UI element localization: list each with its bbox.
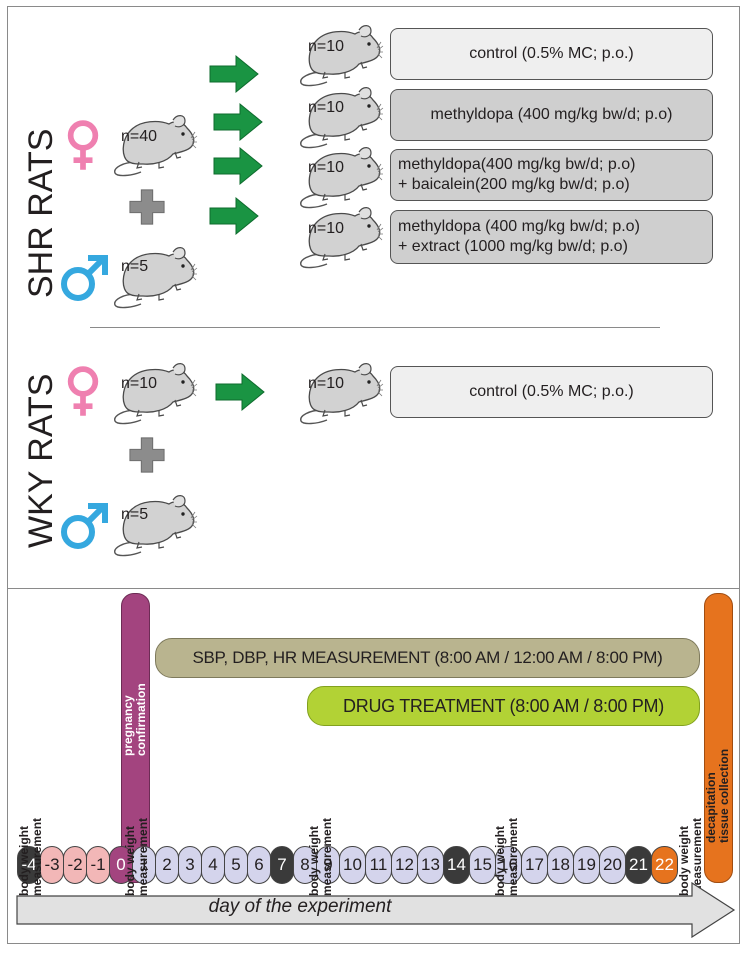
day--2: -2	[63, 846, 87, 884]
shr-methyldopa-box: methyldopa (400 mg/kg bw/d; p.o)	[390, 89, 713, 141]
decapitation-bar	[704, 593, 733, 883]
day-7: 7	[270, 846, 294, 884]
rat-icon	[106, 360, 198, 426]
plus-icon	[128, 188, 166, 226]
day-8: 8	[293, 846, 317, 884]
day-9: 9	[316, 846, 340, 884]
rat-icon	[106, 492, 198, 558]
section-divider	[7, 588, 740, 589]
day-15: 15	[469, 846, 496, 884]
shr-baicalein-box: methyldopa(400 mg/kg bw/d; p.o) + baical…	[390, 149, 713, 201]
rat-icon	[292, 360, 384, 426]
rat-icon	[106, 244, 198, 310]
shr-extract-box: methyldopa (400 mg/kg bw/d; p.o) + extra…	[390, 210, 713, 264]
group-count: n=10	[308, 159, 345, 176]
pregnancy-bar	[121, 593, 150, 883]
measurement-bar: SBP, DBP, HR MEASUREMENT (8:00 AM / 12:0…	[155, 638, 700, 678]
day-22: 22	[651, 846, 678, 884]
day-12: 12	[391, 846, 418, 884]
group-label-line: methyldopa(400 mg/kg bw/d; p.o)	[398, 156, 636, 173]
day-6: 6	[247, 846, 271, 884]
group-count: n=10	[308, 375, 345, 392]
day-13: 13	[417, 846, 444, 884]
group-label: control (0.5% MC; p.o.)	[469, 45, 634, 62]
pregnancy-label: pregnancy confirmation	[121, 683, 148, 756]
timeline-arrow-icon	[16, 882, 736, 938]
group-label: methyldopa (400 mg/kg bw/d; p.o)	[430, 106, 673, 123]
day-10: 10	[339, 846, 366, 884]
green-arrow-icon	[208, 54, 260, 94]
day-5: 5	[224, 846, 248, 884]
green-arrow-icon	[212, 102, 264, 142]
day-17: 17	[521, 846, 548, 884]
day-14: 14	[443, 846, 470, 884]
male-symbol-icon	[58, 500, 110, 552]
rat-icon	[292, 84, 384, 150]
wky-male-count: n=5	[121, 506, 149, 523]
group-count: n=10	[308, 220, 345, 237]
wky-female-count: n=10	[121, 375, 158, 392]
group-label-line: methyldopa (400 mg/kg bw/d; p.o)	[398, 218, 640, 235]
wky-title: WKY RATS	[22, 373, 60, 548]
figure-frame	[7, 6, 740, 944]
group-label-line: + extract (1000 mg/kg bw/d; p.o)	[398, 238, 628, 255]
day-20: 20	[599, 846, 626, 884]
female-symbol-icon	[64, 364, 102, 418]
day-4: 4	[201, 846, 225, 884]
green-arrow-icon	[214, 372, 266, 412]
shr-male-count: n=5	[121, 258, 149, 275]
group-label: control (0.5% MC; p.o.)	[469, 383, 634, 400]
day-21: 21	[625, 846, 652, 884]
shr-female-count: n=40	[121, 128, 158, 145]
day-11: 11	[365, 846, 392, 884]
green-arrow-icon	[208, 196, 260, 236]
day-16: 16	[495, 846, 522, 884]
decapitation-label: decapitation tissue collection	[704, 748, 731, 843]
day-3: 3	[178, 846, 202, 884]
day-18: 18	[547, 846, 574, 884]
group-count: n=10	[308, 38, 345, 55]
green-arrow-icon	[212, 146, 264, 186]
group-label-line: + baicalein(200 mg/kg bw/d; p.o)	[398, 176, 630, 193]
rat-icon	[292, 144, 384, 210]
group-count: n=10	[308, 99, 345, 116]
female-symbol-icon	[64, 118, 102, 172]
day--1: -1	[86, 846, 110, 884]
drug-treatment-bar: DRUG TREATMENT (8:00 AM / 8:00 PM)	[307, 686, 700, 726]
wky-control-box: control (0.5% MC; p.o.)	[390, 366, 713, 418]
day-19: 19	[573, 846, 600, 884]
day--3: -3	[40, 846, 64, 884]
group-divider	[90, 327, 660, 328]
axis-label: day of the experiment	[208, 896, 392, 917]
shr-control-box: control (0.5% MC; p.o.)	[390, 28, 713, 80]
shr-title: SHR RATS	[22, 128, 60, 298]
day-2: 2	[155, 846, 179, 884]
plus-icon	[128, 436, 166, 474]
male-symbol-icon	[58, 252, 110, 304]
